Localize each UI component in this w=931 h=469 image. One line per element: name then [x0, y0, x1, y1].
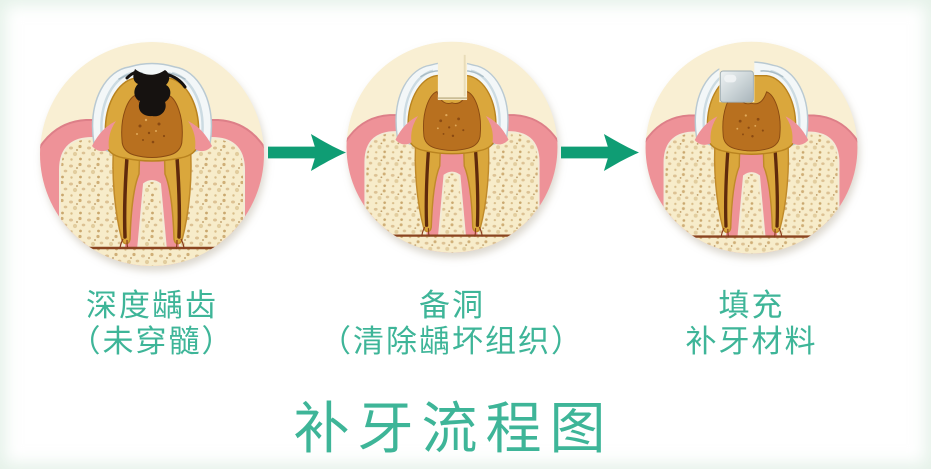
prepared-cavity-notch	[437, 51, 468, 101]
step-deep-caries: 深度龋齿 （未穿髓）	[32, 36, 272, 359]
step-label-deep-caries: 深度龋齿 （未穿髓）	[70, 288, 235, 360]
page-title: 补牙流程图	[293, 397, 614, 460]
tooth-cross-section-filling-illustration	[645, 41, 858, 254]
tooth-cross-section-deep-caries-illustration	[40, 42, 264, 266]
step-label-line1: 填充	[718, 288, 785, 323]
step-cavity-preparation: 备洞 （清除龋坏组织）	[320, 36, 582, 359]
step-label-line2: （清除龋坏组织）	[320, 324, 584, 359]
step-filling: 填充 补牙材料	[638, 36, 865, 359]
caries-spot	[125, 69, 187, 117]
step-label-cavity-preparation: 备洞 （清除龋坏组织）	[320, 288, 584, 360]
step-label-filling: 填充 补牙材料	[686, 288, 818, 360]
filling-block	[719, 51, 755, 103]
step-label-line1: 备洞	[419, 288, 485, 323]
step-label-line2: 补牙材料	[685, 324, 818, 359]
step-label-line1: 深度龋齿	[86, 288, 218, 323]
arrow-right-icon	[561, 133, 639, 172]
arrow-right-icon	[268, 133, 346, 172]
step-label-line2: （未穿髓）	[69, 324, 235, 359]
tooth-cross-section-prepared-cavity-illustration	[346, 41, 558, 253]
